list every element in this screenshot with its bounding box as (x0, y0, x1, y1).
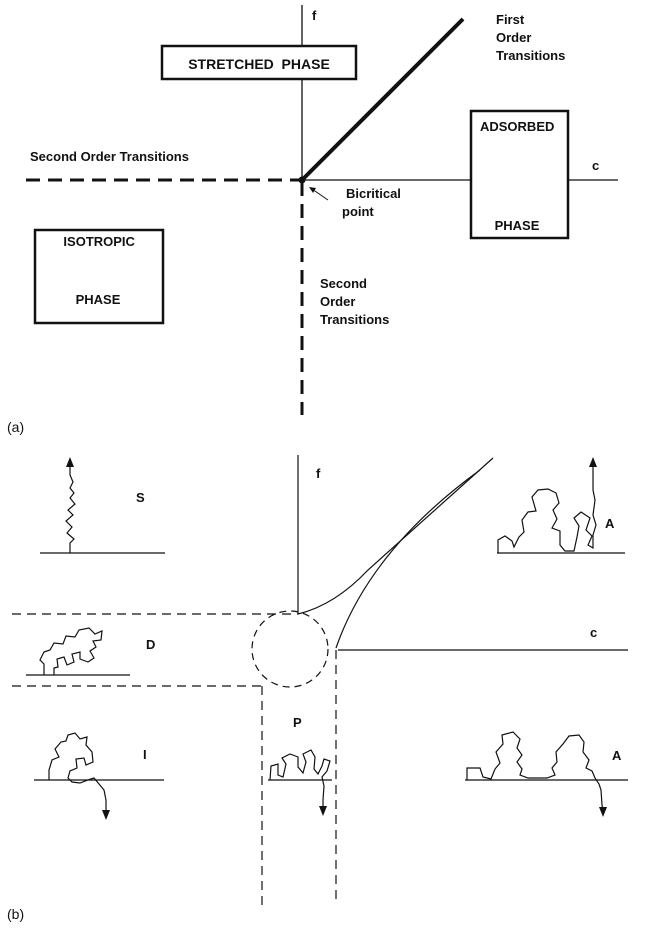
phase-A-top-label: A (605, 516, 615, 531)
adsorbed-chain-top-icon (497, 457, 625, 553)
bicritical-label: Bicritical point (342, 186, 405, 219)
stretched-chain-icon (40, 457, 165, 553)
first-order-label-a: First Order Transitions (496, 12, 565, 63)
panel-b: f c S A D (7, 455, 628, 922)
phase-D-label: D (146, 637, 155, 652)
transition-curve-lower (336, 470, 480, 648)
stretched-phase-label: STRETCHED PHASE (188, 56, 330, 72)
f-axis-label-b: f (316, 466, 321, 481)
panel-b-label: (b) (7, 906, 24, 922)
second-order-bottom-label: Second Order Transitions (320, 276, 389, 327)
panel-a-label: (a) (7, 419, 24, 435)
panel-a: f c First Order Transitions STRETCHED PH… (7, 5, 618, 435)
adsorbed-chain-bottom-icon (465, 732, 628, 817)
c-axis-label-a: c (592, 158, 599, 173)
phase-A-bottom-label: A (612, 748, 622, 763)
phase-P-label: P (293, 715, 302, 730)
transition-curve-upper (298, 458, 493, 614)
f-axis-label-a: f (312, 8, 317, 23)
bicritical-point (299, 177, 306, 184)
bicritical-region-circle (252, 611, 328, 687)
phase-S-label: S (136, 490, 145, 505)
second-order-left-label: Second Order Transitions (30, 149, 189, 164)
first-order-line-a (302, 19, 463, 180)
desorbed-chain-icon (26, 628, 130, 675)
phase-I-label: I (143, 747, 147, 762)
pinned-chain-icon (268, 750, 332, 816)
c-axis-label-b: c (590, 625, 597, 640)
bicritical-arrowhead (309, 187, 316, 193)
